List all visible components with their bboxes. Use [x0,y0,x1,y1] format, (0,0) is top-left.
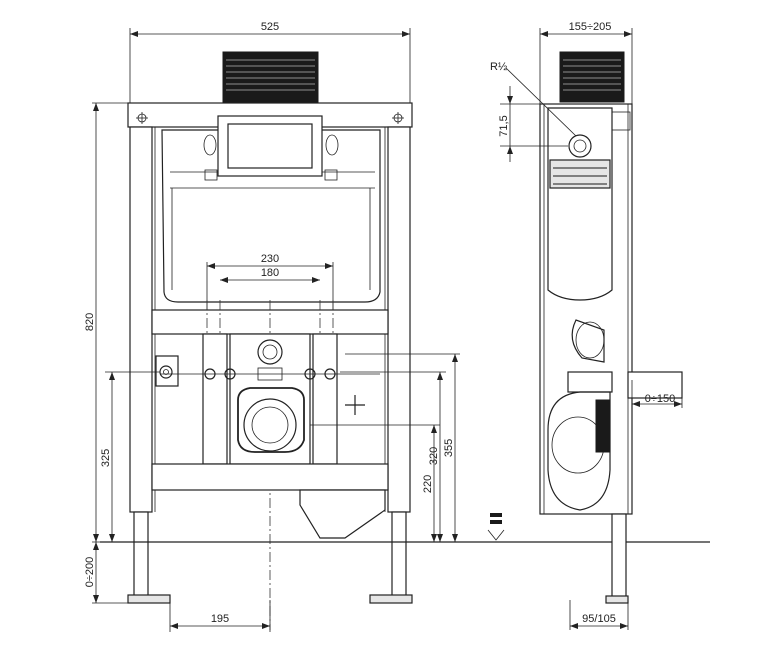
right-post [387,126,411,513]
dim-depth-label: 155÷205 [569,21,612,33]
side-view: 155÷205 R½ [490,21,683,630]
dim-width: 525 [129,21,411,105]
dim-axis-label: 195 [211,613,229,625]
side-frame [539,103,633,515]
dim-height-label: 820 [84,313,96,331]
right-leg [391,511,407,601]
angled-outlet [299,489,386,539]
dim-h355-label: 355 [443,439,455,457]
dim-offset-label: 71,5 [498,115,510,136]
dim-foot-label: 95/105 [582,613,616,625]
flush-plate [222,51,319,104]
mounting-holes [136,112,404,124]
bottom-rail [151,463,389,491]
dim-width-label: 525 [261,21,279,33]
dim-inner-centres-label: 180 [261,267,279,279]
dim-drain-height: 325 [100,371,160,542]
dim-feet-label: 0÷200 [84,557,96,588]
front-view: 525 [84,21,710,632]
dim-offset: 71,5 [498,86,568,162]
inlet-pipe [568,134,592,158]
side-cistern [547,107,613,301]
floor-level-icon [487,513,505,541]
dim-h220-label: 220 [422,475,434,493]
cistern [161,115,381,303]
right-foot [369,594,413,604]
left-leg [133,511,149,601]
centre-mark [345,395,365,415]
drain-connector [237,387,305,453]
dim-feet: 0÷200 [84,542,128,604]
dim-h320-label: 320 [428,447,440,465]
dim-drain-height-label: 325 [100,449,112,467]
thread-label: R½ [490,61,507,73]
left-post [129,126,153,513]
dim-foot: 95/105 [569,600,629,630]
dim-pipe-label: 0÷150 [645,393,676,405]
side-brackets [155,355,380,387]
dim-depth: 155÷205 [539,21,633,104]
dim-axis: 195 [169,600,271,632]
dim-height: 820 [84,102,128,543]
side-pipework [547,319,613,511]
dim-right-heights: 220 320 355 [310,353,460,543]
dim-outer-centres-label: 230 [261,253,279,265]
side-flush-plate [559,51,625,103]
dim-centres: 230 180 [206,253,334,310]
left-foot [127,594,171,604]
side-drain-pipe: 0÷150 [627,371,683,408]
